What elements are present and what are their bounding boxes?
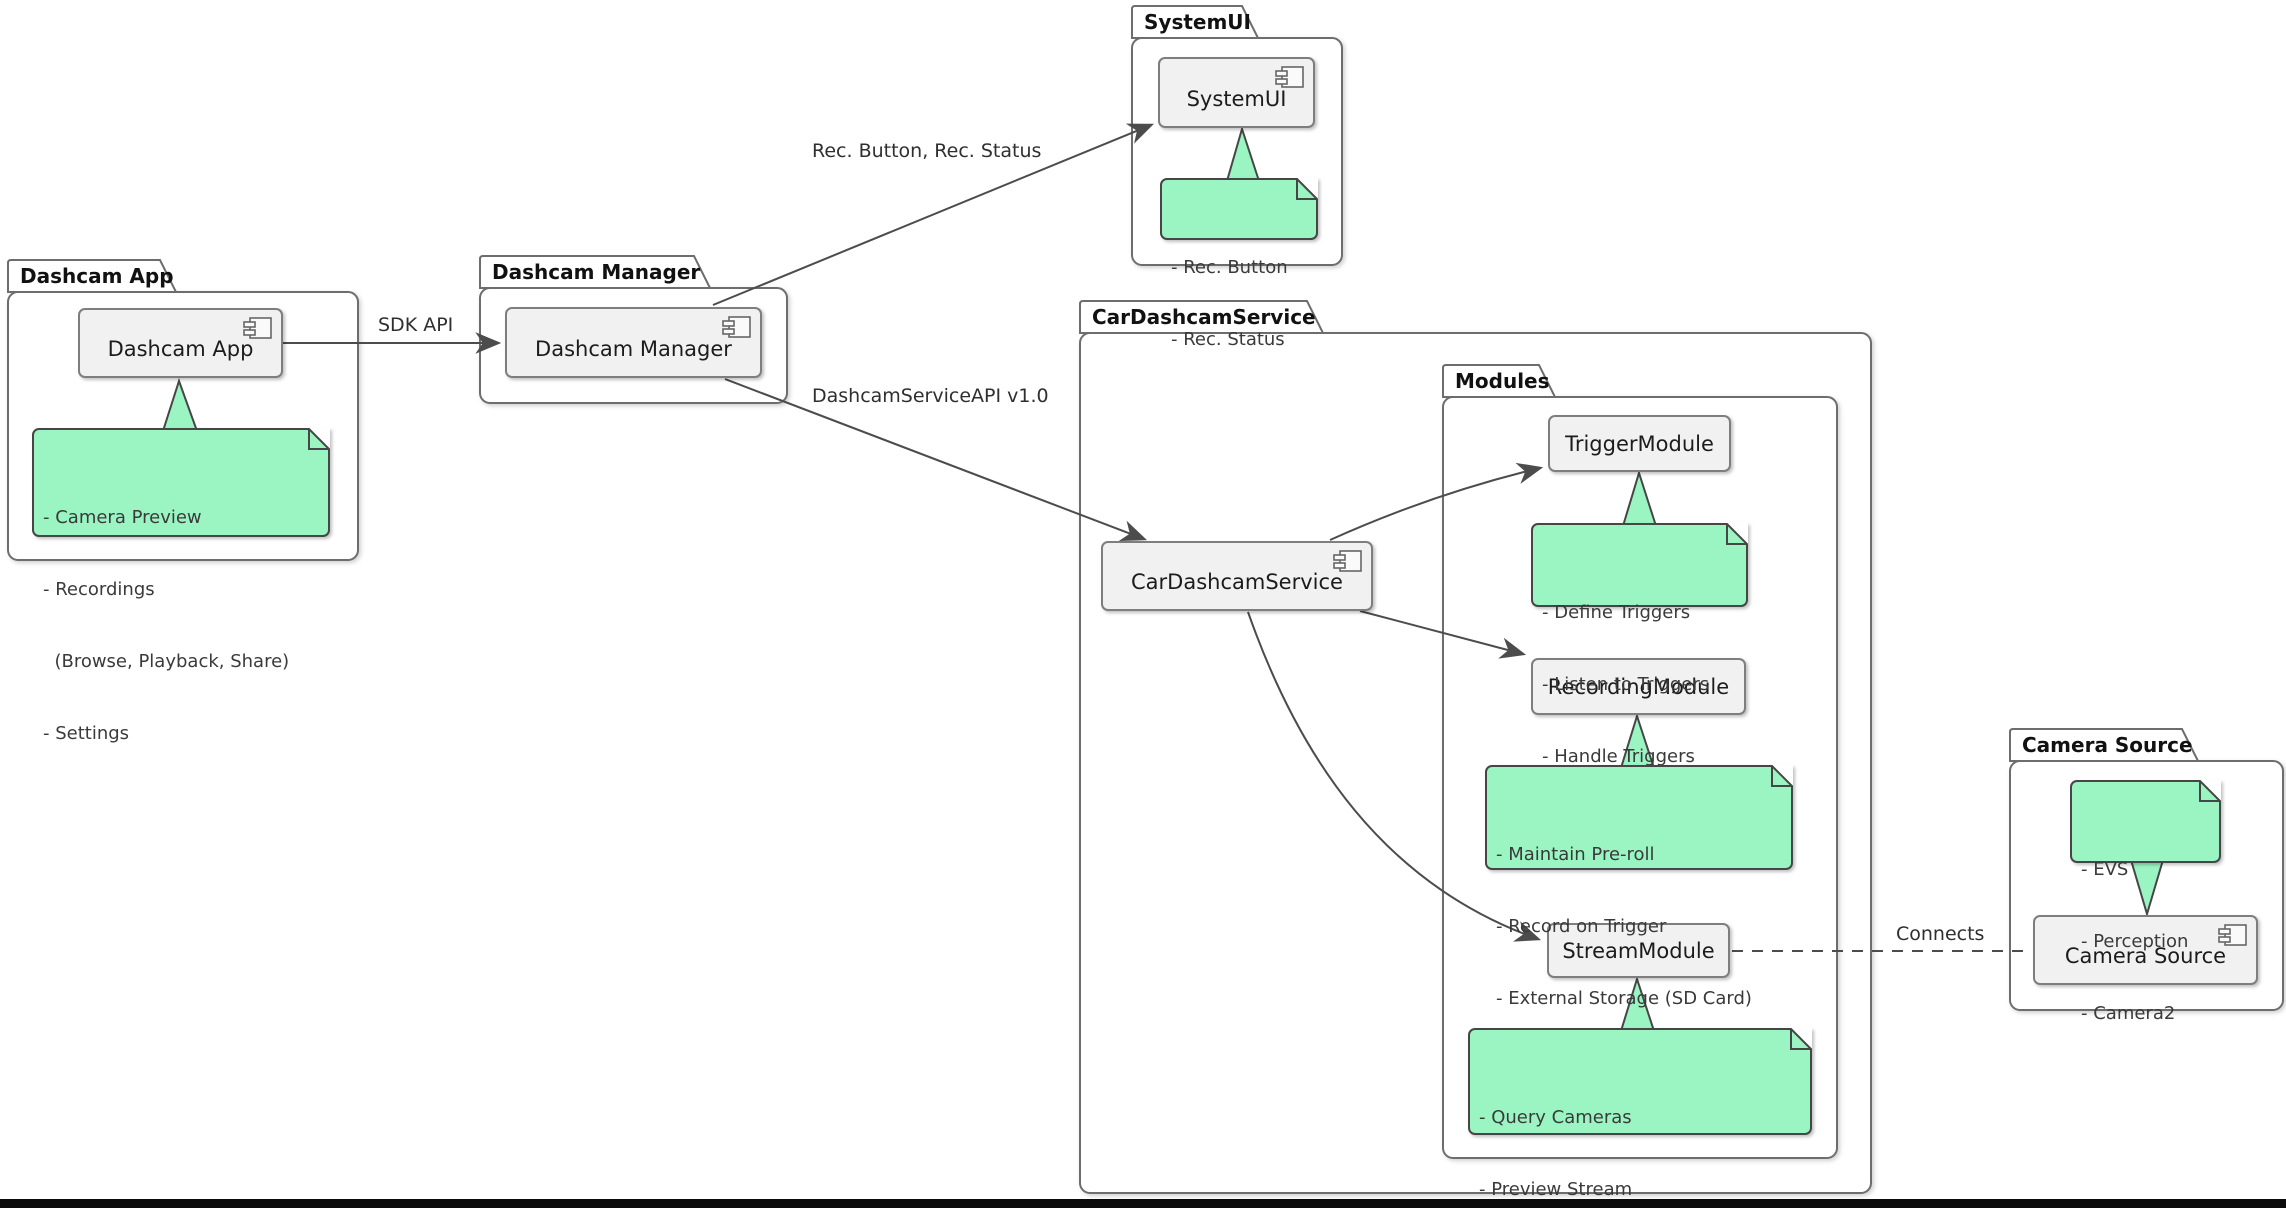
package-title-car-dashcam-service: CarDashcamService (1092, 305, 1316, 329)
note-line: - Perception (2081, 931, 2189, 952)
bottom-bar (0, 1199, 2286, 1208)
edge-service-to-trigger-module (1329, 462, 1544, 541)
note-line: - Camera2 (2081, 1003, 2176, 1024)
package-title-modules: Modules (1455, 369, 1550, 393)
component-dashcam-manager: Dashcam Manager (505, 307, 762, 378)
note-trigger-module: - Define Triggers - Listen to Triggers -… (1531, 523, 1748, 767)
note-line: - Settings (43, 723, 130, 744)
edge-label-dashcam-service-api: DashcamServiceAPI v1.0 (812, 385, 1049, 407)
note-camera-source: - EVS - Perception - Camera2 (2070, 780, 2221, 1024)
component-label: SystemUI (1186, 86, 1287, 111)
component-recording-module: RecordingModule (1531, 658, 1746, 715)
note-line: - Handle Triggers (1542, 746, 1695, 767)
component-icon (1333, 550, 1362, 572)
note-fold-corner-icon (1726, 523, 1748, 545)
note-line: - Listen to Triggers (1542, 674, 1710, 695)
component-label: CarDashcamService (1131, 570, 1343, 594)
note-line: - Define Triggers (1542, 602, 1691, 623)
component-car-dashcam-service: CarDashcamService (1101, 541, 1373, 611)
edge-dashcam-service-api (724, 378, 1148, 542)
component-icon (243, 317, 272, 339)
note-fold-corner-icon (308, 428, 330, 450)
edge-rec-button-status (712, 123, 1155, 306)
package-title-systemui: SystemUI (1144, 10, 1251, 34)
component-icon (2218, 924, 2247, 946)
component-label: Camera Source (2064, 944, 2227, 968)
note-line: - Preview Stream (1479, 1179, 1633, 1200)
note-line: - Maintain Pre-roll (1496, 844, 1655, 865)
package-title-dashcam-app: Dashcam App (20, 264, 174, 288)
note-line: (Browse, Playback, Share) (43, 651, 290, 672)
component-label: StreamModule (1562, 938, 1715, 963)
component-label: TriggerModule (1565, 431, 1714, 456)
component-stream-module: StreamModule (1547, 923, 1730, 978)
note-line: - Recordings (43, 579, 155, 600)
component-trigger-module: TriggerModule (1548, 415, 1731, 472)
note-stream-module: - Query Cameras - Preview Stream - Snaps… (1468, 1028, 1812, 1200)
component-label: Dashcam App (107, 337, 254, 361)
note-fold-corner-icon (2199, 780, 2221, 802)
note-line: - Query Cameras (1479, 1107, 1632, 1128)
edge-label-sdk-api: SDK API (378, 314, 454, 336)
component-dashcam-app: Dashcam App (78, 308, 283, 378)
component-label: RecordingModule (1547, 674, 1730, 699)
note-line: - EVS (2081, 859, 2129, 880)
note-line: - Record on Trigger (1496, 916, 1667, 937)
edge-label-rec-button-status: Rec. Button, Rec. Status (812, 140, 1042, 162)
package-title-dashcam-manager: Dashcam Manager (492, 260, 701, 284)
note-fold-corner-icon (1790, 1028, 1812, 1050)
note-fold-corner-icon (1771, 765, 1793, 787)
component-icon (1275, 66, 1304, 88)
note-fold-corner-icon (1296, 178, 1318, 200)
note-systemui: - Rec. Button - Rec. Status (1160, 178, 1318, 350)
note-recording-module: - Maintain Pre-roll - Record on Trigger … (1485, 765, 1793, 1081)
component-label: Dashcam Manager (535, 336, 732, 361)
component-icon (722, 316, 751, 338)
component-systemui: SystemUI (1158, 57, 1315, 128)
edge-label-connects: Connects (1896, 923, 1985, 945)
edge-service-to-recording-module (1359, 610, 1527, 659)
note-line: - Camera Preview (43, 507, 202, 528)
package-title-camera-source: Camera Source (2022, 733, 2193, 757)
note-line: - Rec. Status (1171, 329, 1285, 350)
note-line: - External Storage (SD Card) (1496, 988, 1752, 1009)
component-camera-source: Camera Source (2033, 915, 2258, 985)
note-dashcam-app: - Camera Preview - Recordings (Browse, P… (32, 428, 330, 744)
edge-service-to-stream-module (1247, 611, 1542, 942)
note-line: - Rec. Button (1171, 257, 1288, 278)
